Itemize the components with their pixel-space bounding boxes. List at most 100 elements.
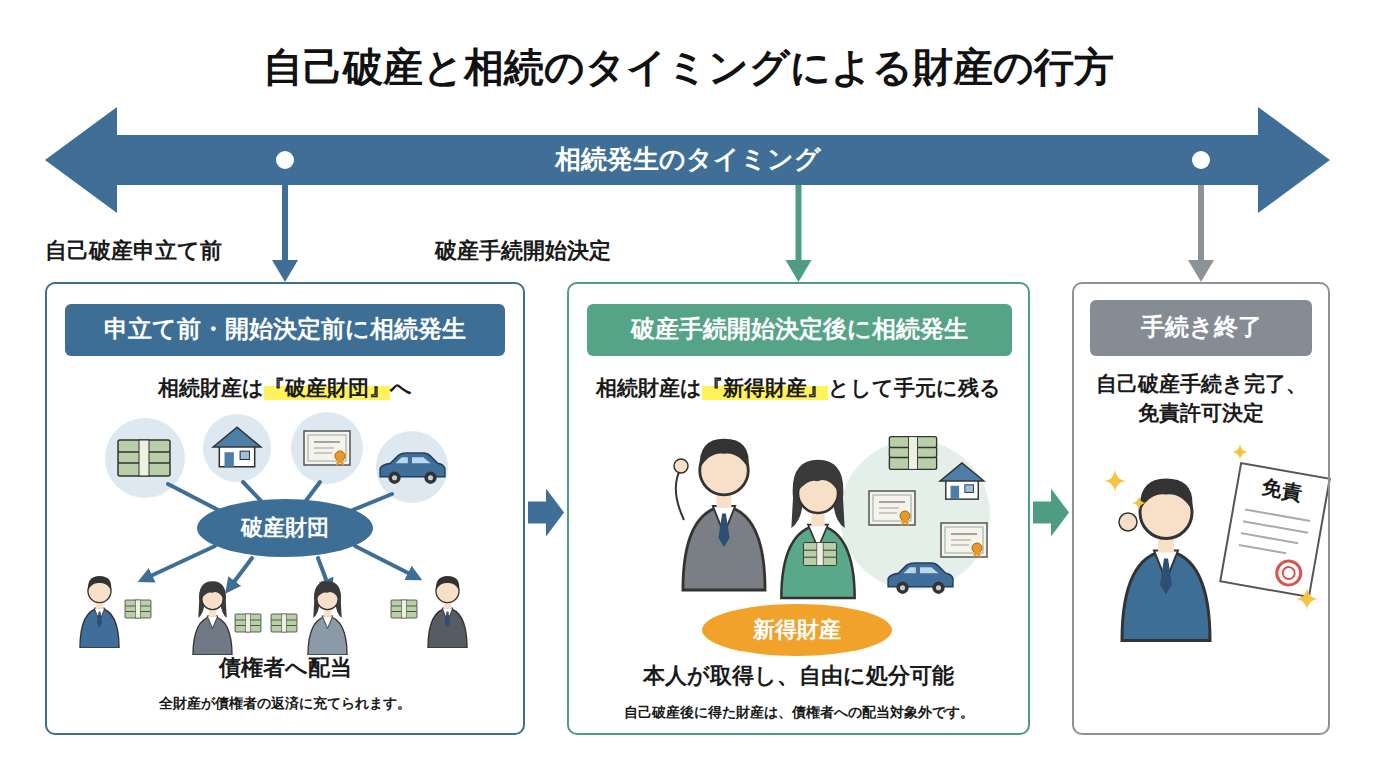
annotation-label: 免責 [1250,472,1314,509]
document-line [1243,521,1308,532]
car-icon [380,453,445,484]
money-icon [125,600,151,618]
sparkle [1232,444,1248,460]
house-icon [940,463,984,499]
certificate-icon [304,431,350,466]
icon-backdrop [291,412,363,484]
asset-line [168,484,222,512]
person-figure [1122,479,1210,641]
annotation-label: 自己破産申立て前 [45,236,222,266]
ellipse-fill [702,604,892,656]
timeline-band: 相続発生のタイミング [45,135,1330,185]
discharge-document [1220,463,1329,597]
text-holder: 手続き終了 [1090,300,1312,356]
node-text: 自己破産後に得た財産は、債権者への配当対象外です。 [569,703,1028,723]
distribution-arrow [318,558,330,590]
arrow-head [786,260,812,282]
money-icon [391,600,417,618]
node-text: 相続発生のタイミング [555,143,821,177]
house-icon [213,427,261,467]
estate-assets-group [105,412,448,503]
arrow-head [1188,260,1214,282]
connector-arrow [528,489,564,537]
asset-line [305,482,320,502]
node-text: 破産手続開始決定後に相続発生 [631,314,968,345]
text-holder: 相続発生のタイミング [45,135,1330,185]
text-highlight: 『破産財団』 [264,376,390,400]
node-text: 手続き終了 [1141,312,1262,343]
creditor-figure [80,576,119,648]
car-icon [888,563,953,594]
node-text: 債権者へ配当 [47,653,523,684]
ellipse-fill [197,499,373,557]
double-arrow-fill [45,107,1330,213]
money-icon [235,614,261,632]
money-icon [889,437,936,470]
document-line [1245,509,1310,520]
sparkle [1132,496,1146,510]
seal-stamp [1275,559,1303,587]
node-text: 相続財産は『新得財産』として手元に残る [569,374,1028,403]
icon-backdrop [105,418,185,498]
fist [674,459,688,473]
discharge-group [1104,444,1330,641]
text-highlight: 『新得財産』 [702,376,828,400]
node-text: 破産財団 [241,514,329,543]
distribution-arrow [355,546,418,578]
icon-backdrop [376,431,448,503]
seal-stamp [1282,566,1296,580]
money-icon [271,614,297,632]
creditor-figure [308,581,347,655]
node-text: 相続財産は『破産財団』へ [47,374,523,403]
header-label: 破産手続開始決定後に相続発生 [587,304,1012,356]
node-text: 本人が取得し、自由に処分可能 [569,661,1028,692]
ellipse-node: 破産財団 [197,499,373,557]
creditor-figure [428,576,467,648]
text-holder: 破産手続開始決定後に相続発生 [587,304,1012,356]
text-holder: 破産財団 [197,499,373,557]
new-assets-group [674,437,990,598]
distribution-arrow [228,558,252,590]
asset-line [243,482,262,502]
connector-arrow [786,185,812,282]
certificate-icon [941,523,987,558]
document-line [1241,533,1298,543]
document-line [1239,545,1286,553]
diagram-title: 自己破産と相続のタイミングによる財産の行方 [0,40,1376,95]
stage-box: 相続財産は『新得財産』として手元に残る本人が取得し、自由に処分可能自己破産後に得… [567,282,1030,735]
icon-backdrop [203,414,271,482]
block-arrow [528,489,564,537]
raised-arm [676,470,684,520]
sparkle [1104,470,1126,492]
connector-line [282,185,288,260]
connector-arrow [1033,489,1069,537]
arrow-head [272,260,298,282]
stage-box: 相続財産は『破産財団』へ債権者へ配当全財産が債権者の返済に充てられます。 申立て前… [45,282,525,735]
person-figure [781,460,854,598]
asset-line [348,494,392,512]
node-text: 自己破産手続き完了、免責許可決定 [1094,370,1309,429]
creditor-figure [193,581,232,655]
stage-box: 自己破産手続き完了、免責許可決定 手続き終了 [1072,282,1330,735]
block-arrow [1033,489,1069,537]
connector-line [796,185,802,260]
text-holder: 新得財産 [702,604,892,656]
node-text: 申立て前・開始決定前に相続発生 [104,314,466,345]
icon-backdrop [840,440,990,590]
connector-line [1198,185,1204,260]
person-figure [683,439,765,590]
node-text: 全財産が債権者の返済に充てられます。 [47,694,523,714]
fist [1119,513,1137,531]
money-icon [118,440,170,476]
text-holder: 申立て前・開始決定前に相続発生 [65,304,505,356]
document-sheet [1220,463,1329,597]
distribution-arrow [142,546,215,580]
header-label: 申立て前・開始決定前に相続発生 [65,304,505,356]
sparkle [1296,588,1318,610]
ellipse-node: 新得財産 [702,604,892,656]
certificate-icon [869,491,915,526]
header-label: 手続き終了 [1090,300,1312,356]
node-text: 新得財産 [753,616,841,645]
creditor-group [80,576,467,655]
